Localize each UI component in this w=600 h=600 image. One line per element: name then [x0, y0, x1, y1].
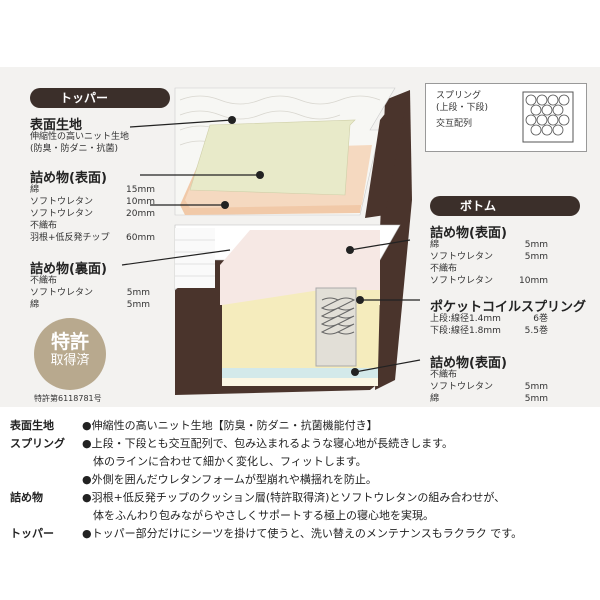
- detail-row-topper: トッパー ●トッパー部分だけにシーツを掛けて使うと、洗い替えのメンテナンスもラク…: [10, 527, 590, 541]
- detail-key: スプリング: [10, 437, 65, 450]
- detail-line: 体をふんわり包みながらやさしくサポートする極上の寝心地を実現。: [82, 509, 434, 522]
- patent-line1: 特許: [50, 331, 89, 353]
- bottom-layer-pink: [220, 230, 380, 305]
- leader-dots: [221, 116, 364, 376]
- list-item: 不織布: [30, 221, 58, 231]
- topper-surface-desc2: (防臭・防ダニ・抗菌): [30, 144, 119, 154]
- detail-row-filling: 詰め物 ●羽根+低反発チップのクッション層(特許取得済)とソフトウレタンの組み合…: [10, 491, 590, 527]
- detail-line: ●伸縮性の高いニット生地【防臭・防ダニ・抗菌機能付き】: [82, 419, 378, 432]
- bottom-badge: ボトム: [430, 196, 580, 216]
- detail-line: ●羽根+低反発チップのクッション層(特許取得済)とソフトウレタンの組み合わせが、: [82, 491, 506, 504]
- bottom-fill-front-title: 詰め物(表面): [430, 226, 507, 241]
- spring-box-line2: (上段・下段): [436, 103, 489, 113]
- spring-grid-icon: [522, 91, 574, 143]
- detail-row-spring: スプリング ●上段・下段とも交互配列で、包み込まれるような寝心地が長続きします。…: [10, 437, 590, 491]
- topper-badge: トッパー: [30, 88, 170, 108]
- topper-layer-cream: [189, 119, 356, 196]
- detail-line: ●トッパー部分だけにシーツを掛けて使うと、洗い替えのメンテナンスもラクラク です…: [82, 527, 523, 540]
- detail-key: 詰め物: [10, 491, 43, 504]
- details-section: 表面生地 ●伸縮性の高いニット生地【防臭・防ダニ・抗菌機能付き】 スプリング ●…: [0, 407, 600, 540]
- patent-number: 特許第6118781号: [34, 394, 102, 403]
- detail-key: トッパー: [10, 527, 54, 540]
- topper-surface-desc1: 伸縮性の高いニット生地: [30, 132, 130, 142]
- list-item: 不織布: [430, 264, 458, 274]
- detail-row-surface: 表面生地 ●伸縮性の高いニット生地【防臭・防ダニ・抗菌機能付き】: [10, 419, 590, 433]
- detail-line: ●上段・下段とも交互配列で、包み込まれるような寝心地が長続きします。: [82, 437, 454, 450]
- bottom-layer-cream: [222, 378, 378, 386]
- bottom-side-stripes: [175, 228, 215, 288]
- spring-box-line3: 交互配列: [436, 119, 473, 129]
- spring-box-line1: スプリング: [436, 91, 482, 101]
- patent-badge: 特許 取得済: [34, 318, 106, 390]
- bottom-fill-front2-title: 詰め物(表面): [430, 356, 507, 371]
- topper-side: [365, 95, 405, 218]
- patent-line2: 取得済: [50, 353, 90, 368]
- topper-surface-title: 表面生地: [30, 118, 83, 133]
- spring-arrangement-box: スプリング (上段・下段) 交互配列: [425, 83, 587, 152]
- list-item: 不織布: [430, 370, 458, 380]
- topper-fill-front-title: 詰め物(表面): [30, 171, 107, 186]
- detail-line: 体のラインに合わせて細かく変化し、フィットします。: [82, 455, 367, 468]
- list-item: 不織布: [30, 276, 58, 286]
- leader-lines: [121, 119, 421, 373]
- detail-line: ●外側を囲んだウレタンフォームが型崩れや横揺れを防止。: [82, 473, 377, 486]
- topper-fill-back-title: 詰め物(裏面): [30, 262, 107, 277]
- pocket-coils: [315, 287, 357, 367]
- pocket-coil-title: ポケットコイルスプリング: [430, 300, 587, 315]
- bottom-layer-blue: [222, 368, 378, 378]
- detail-key: 表面生地: [10, 419, 54, 432]
